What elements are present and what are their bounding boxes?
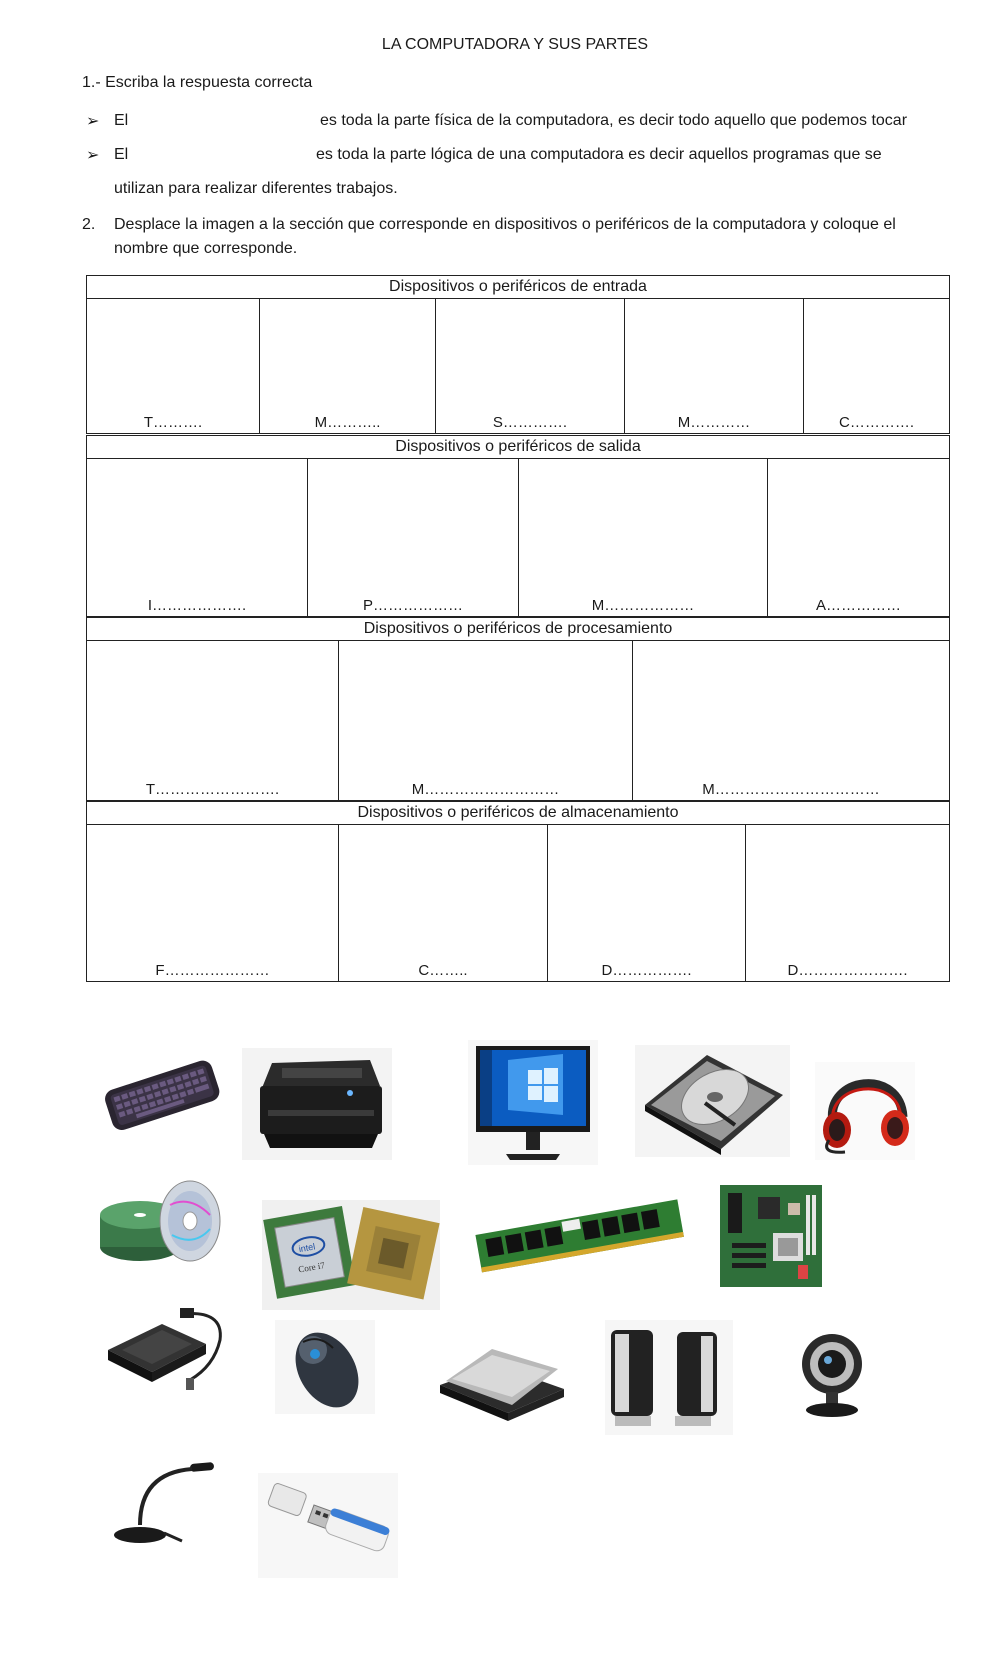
arrow-bullet-icon: ➢ xyxy=(86,113,100,130)
drop-zone-row: F………………… C…….. D……………. D…………………. xyxy=(86,824,950,982)
drop-zone[interactable]: C…………. xyxy=(803,298,950,434)
section-input: Dispositivos o periféricos de entrada T…… xyxy=(86,275,950,434)
question-text: Desplace la imagen a la sección que corr… xyxy=(114,216,896,257)
answer-hint: C…………. xyxy=(839,414,914,431)
answer-hint: M…………………………… xyxy=(702,781,880,798)
question-number: 2. xyxy=(82,216,96,233)
bullet-lead: El xyxy=(114,112,129,129)
usb-flash-icon[interactable] xyxy=(258,1473,398,1578)
drop-zone[interactable]: T………. xyxy=(86,298,260,434)
drop-zone[interactable]: M………… xyxy=(624,298,804,434)
drop-zone-row: T……………………. M……………………… M…………………………… xyxy=(86,640,950,801)
arrow-bullet-icon: ➢ xyxy=(86,147,100,164)
drop-zone[interactable]: T……………………. xyxy=(86,640,339,801)
drop-zone-row: I………………. P……………… M……………… A…………… xyxy=(86,458,950,617)
drop-zone[interactable]: S…………. xyxy=(435,298,625,434)
question-1: 1.- Escriba la respuesta correcta xyxy=(82,74,313,91)
svg-text:Core i7: Core i7 xyxy=(297,1260,326,1275)
answer-hint: C…….. xyxy=(418,962,468,979)
answer-hint: M………… xyxy=(677,414,751,431)
drop-zone[interactable]: A…………… xyxy=(767,458,950,617)
keyboard-icon[interactable] xyxy=(98,1050,223,1140)
drop-zone[interactable]: P……………… xyxy=(307,458,519,617)
drop-zone[interactable]: F………………… xyxy=(86,824,339,982)
microphone-icon[interactable] xyxy=(110,1455,220,1550)
answer-hint: T………. xyxy=(143,414,203,431)
answer-hint: D…………………. xyxy=(787,962,908,979)
answer-hint: M……………… xyxy=(591,597,695,614)
printer-icon[interactable] xyxy=(242,1048,392,1160)
answer-hint: M……….. xyxy=(314,414,381,431)
monitor-icon[interactable] xyxy=(468,1040,598,1165)
drop-zone[interactable]: D……………. xyxy=(547,824,746,982)
answer-hint: A…………… xyxy=(815,597,901,614)
section-output: Dispositivos o periféricos de salida I……… xyxy=(86,435,950,617)
processor-icon[interactable]: intel Core i7 xyxy=(262,1200,440,1310)
ram-memory-icon[interactable] xyxy=(472,1195,687,1275)
question-2: 2. Desplace la imagen a la sección que c… xyxy=(82,213,952,261)
drop-zone[interactable]: M……………………… xyxy=(338,640,633,801)
answer-hint: P……………… xyxy=(362,597,463,614)
speakers-icon[interactable] xyxy=(605,1320,733,1435)
external-drive-icon[interactable] xyxy=(102,1300,230,1400)
drop-zone[interactable]: M……….. xyxy=(259,298,436,434)
webcam-icon[interactable] xyxy=(798,1330,866,1420)
cd-discs-icon[interactable] xyxy=(98,1175,226,1275)
bullet-text: es toda la parte física de la computador… xyxy=(320,112,908,129)
section-title: Dispositivos o periféricos de salida xyxy=(86,435,950,458)
svg-text:intel: intel xyxy=(298,1241,316,1254)
mouse-icon[interactable] xyxy=(275,1320,375,1414)
bullet-continuation: utilizan para realizar diferentes trabaj… xyxy=(114,180,398,197)
bullet-text: es toda la parte lógica de una computado… xyxy=(316,146,882,163)
drop-zone[interactable]: I………………. xyxy=(86,458,308,617)
section-title: Dispositivos o periféricos de entrada xyxy=(86,275,950,298)
drop-zone[interactable]: C…….. xyxy=(338,824,548,982)
hard-drive-icon[interactable] xyxy=(635,1045,790,1157)
answer-hint: M……………………… xyxy=(411,781,560,798)
drop-zone[interactable]: M……………… xyxy=(518,458,768,617)
bullet-lead: El xyxy=(114,146,129,163)
answer-hint: S…………. xyxy=(492,414,568,431)
section-storage: Dispositivos o periféricos de almacenami… xyxy=(86,801,950,982)
drop-zone[interactable]: D…………………. xyxy=(745,824,950,982)
drop-zone[interactable]: M…………………………… xyxy=(632,640,950,801)
motherboard-icon[interactable] xyxy=(718,1183,824,1289)
answer-hint: F………………… xyxy=(155,962,270,979)
drop-zone-row: T………. M……….. S…………. M………… C…………. xyxy=(86,298,950,434)
answer-hint: D……………. xyxy=(601,962,692,979)
worksheet-title: LA COMPUTADORA Y SUS PARTES xyxy=(381,36,649,53)
scanner-icon[interactable] xyxy=(432,1335,572,1425)
answer-hint: I………………. xyxy=(147,597,247,614)
answer-hint: T……………………. xyxy=(145,781,280,798)
section-title: Dispositivos o periféricos de procesamie… xyxy=(86,617,950,640)
section-title: Dispositivos o periféricos de almacenami… xyxy=(86,801,950,824)
headset-icon[interactable] xyxy=(815,1062,915,1160)
section-processing: Dispositivos o periféricos de procesamie… xyxy=(86,617,950,801)
